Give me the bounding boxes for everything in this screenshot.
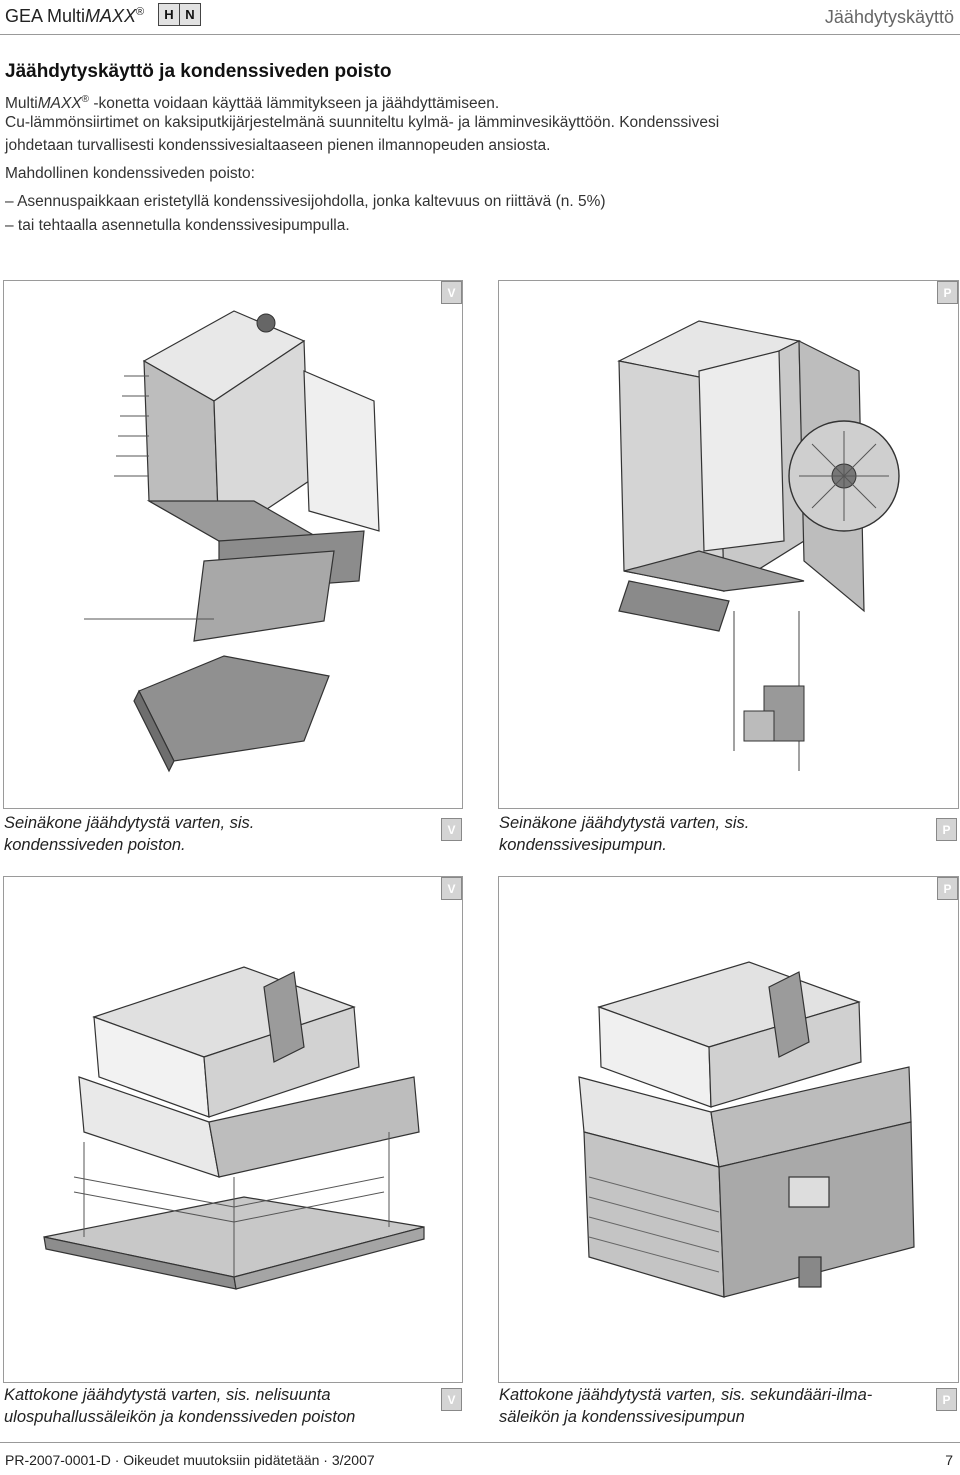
caption-tag: V <box>441 1388 462 1411</box>
caption-tag: P <box>936 1388 957 1411</box>
footer-divider <box>0 1442 960 1443</box>
header-divider <box>0 34 960 35</box>
caption-ceiling-pump: Kattokone jäähdytystä varten, sis. sekun… <box>499 1386 873 1426</box>
model-badges: H N <box>158 3 201 26</box>
figure-tag: V <box>441 281 462 304</box>
document-reference: PR-2007-0001-D · Oikeudet muutoksiin pid… <box>5 1452 375 1468</box>
figure-wall-drain: V <box>3 280 463 809</box>
figure-tag: P <box>937 877 958 900</box>
brand-name: GEA MultiMAXX® <box>5 6 145 26</box>
figure-ceiling-pump: P <box>498 876 959 1383</box>
figure-tag: P <box>937 281 958 304</box>
drainage-heading: Mahdollinen kondenssiveden poisto: <box>5 165 255 182</box>
ceiling-unit-pump-illustration <box>578 961 915 1298</box>
page-number: 7 <box>945 1452 953 1468</box>
caption-tag: P <box>936 818 957 841</box>
badge-h: H <box>158 3 180 26</box>
caption-tag: V <box>441 818 462 841</box>
page-title: Jäähdytyskäyttö ja kondenssiveden poisto <box>5 61 392 82</box>
wall-unit-drain-illustration <box>84 310 380 773</box>
caption-wall-pump: Seinäkone jäähdytystä varten, sis.konden… <box>499 814 750 854</box>
caption-ceiling-drain: Kattokone jäähdytystä varten, sis. nelis… <box>4 1386 356 1426</box>
caption-wall-drain: Seinäkone jäähdytystä varten, sis.konden… <box>4 814 255 854</box>
intro-line-3: johdetaan turvallisesti kondenssivesialt… <box>5 137 551 154</box>
section-title: Jäähdytyskäyttö <box>824 7 954 27</box>
intro-line-2: Cu-lämmönsiirtimet on kaksiputkijärjeste… <box>5 114 720 131</box>
badge-n: N <box>180 3 201 26</box>
intro-line-1: MultiMAXX® -konetta voidaan käyttää lämm… <box>5 94 500 113</box>
drainage-option-1: – Asennuspaikkaan eristetyllä kondenssiv… <box>5 193 606 210</box>
figure-ceiling-drain: V <box>3 876 463 1383</box>
ceiling-unit-drain-illustration <box>43 966 425 1290</box>
drainage-option-2: – tai tehtaalla asennetulla kondenssives… <box>5 217 350 234</box>
figure-wall-pump: P <box>498 280 959 809</box>
wall-unit-pump-illustration <box>617 320 900 771</box>
figure-tag: V <box>441 877 462 900</box>
